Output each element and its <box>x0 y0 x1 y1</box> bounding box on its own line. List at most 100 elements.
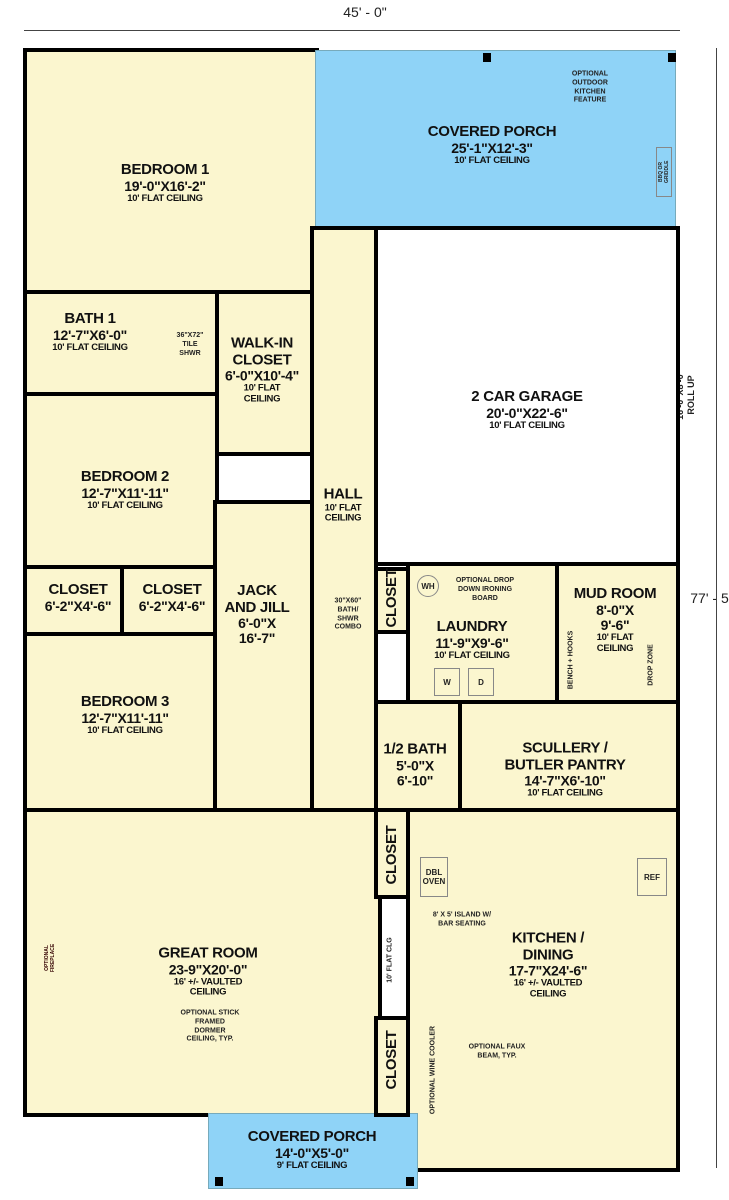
room-name: GREAT ROOM <box>158 944 258 962</box>
room-name: CLOSET <box>382 568 400 628</box>
room-ceiling: 10' FLAT CEILING <box>324 501 362 524</box>
room-covered-porch-rear <box>315 50 676 230</box>
room-ceiling: 10' FLAT CEILING <box>87 724 163 736</box>
room-bedroom-2 <box>23 392 219 569</box>
room-dims: 6'-0"X10'-4" <box>225 367 299 384</box>
note-island: 8' X 5' ISLAND W/ BAR SEATING <box>432 911 492 927</box>
porch-post <box>406 1177 414 1186</box>
note-tile-shower: 36"X72" TILE SHWR <box>176 331 204 357</box>
room-dims: 12'-7"X11'-11" <box>81 484 169 501</box>
room-dims: 19'-0"X16'-2" <box>124 177 206 194</box>
room-jack-and-jill <box>213 500 314 812</box>
room-ceiling: 10' FLAT CEILING <box>127 192 203 204</box>
dryer-icon: D <box>468 668 494 696</box>
room-name: BEDROOM 3 <box>80 692 170 710</box>
note-bath-combo: 30"X60" BATH/ SHWR COMBO <box>334 597 362 631</box>
washer-icon: W <box>434 668 460 696</box>
room-name: COVERED PORCH <box>427 122 557 140</box>
room-name: BEDROOM 1 <box>120 160 210 178</box>
porch-post <box>668 53 676 62</box>
room-dims: 23-9"X20'-0" <box>168 961 248 978</box>
room-bedroom-3 <box>23 632 217 812</box>
note-drop-zone: DROP ZONE <box>647 644 655 686</box>
room-name: CLOSET <box>382 1030 400 1090</box>
room-dims: 6'-2"X4'-6" <box>44 597 112 614</box>
room-dims: 5'-0"X 6'-10" <box>396 756 434 789</box>
note-outdoor-kitchen: OPTIONAL OUTDOOR KITCHEN FEATURE <box>571 70 609 104</box>
room-name: COVERED PORCH <box>247 1127 377 1145</box>
room-dims: 20'-0"X22'-6" <box>486 404 568 421</box>
room-label-closet-hall: CLOSET <box>382 568 401 628</box>
room-name: WALK-IN CLOSET <box>230 334 294 368</box>
room-ceiling: 16' +/- VAULTED CEILING <box>173 976 243 998</box>
room-name: KITCHEN / DINING <box>511 929 585 963</box>
room-ceiling: 9' FLAT CEILING <box>276 1159 348 1171</box>
room-ceiling: 10' FLAT CEILING <box>489 419 565 431</box>
room-name: BEDROOM 2 <box>80 467 170 485</box>
room-closet-great-1 <box>374 808 410 899</box>
room-ceiling: 10' FLAT CEILING <box>87 499 163 511</box>
room-name: MUD ROOM <box>573 584 657 602</box>
note-wine-cooler: OPTIONAL WINE COOLER <box>429 1025 437 1115</box>
room-mud-room <box>555 562 680 704</box>
porch-post <box>483 53 491 62</box>
room-dims: 12'-7"X11'-11" <box>81 709 169 726</box>
width-dimension-line <box>24 30 680 31</box>
refrigerator-icon: REF <box>637 858 667 896</box>
room-closet-2 <box>120 565 217 636</box>
room-label-closet-great-1: CLOSET <box>382 825 401 885</box>
room-dims: 25'-1"X12'-3" <box>451 139 533 156</box>
note-ironing-board: OPTIONAL DROP DOWN IRONING BOARD <box>455 576 515 602</box>
bbq-icon: BBQ OR GRIDDLE <box>656 147 672 197</box>
room-name: JACK AND JILL <box>224 582 290 616</box>
room-dims: 17-7"X24'-6" <box>508 962 588 979</box>
note-bench-hooks: BENCH + HOOKS <box>567 630 575 690</box>
room-great-room <box>23 808 382 1117</box>
room-covered-porch-front <box>208 1113 418 1189</box>
room-kitchen-dining <box>406 808 680 1172</box>
room-dims: 14'-0"X5'-0" <box>275 1144 349 1161</box>
room-name: CLOSET <box>142 581 202 599</box>
room-name: SCULLERY / BUTLER PANTRY <box>504 739 626 774</box>
note-fireplace: OPTIONAL FIREPLACE <box>43 943 56 973</box>
room-dims: 14'-7"X6'-10" <box>524 772 606 789</box>
room-ceiling: 16' +/- VAULTED CEILING <box>513 977 583 1000</box>
room-name: 2 CAR GARAGE <box>471 387 583 405</box>
room-dims: 6'-0"X 16'-7" <box>238 615 276 647</box>
room-ceiling: 10' FLAT CEILING <box>527 787 603 799</box>
room-name: CLOSET <box>382 825 400 885</box>
note-faux-beam: OPTIONAL FAUX BEAM, TYP. <box>468 1043 526 1059</box>
room-ceiling: 10' FLAT CEILING <box>454 154 530 166</box>
room-closet-hall <box>374 567 410 634</box>
overall-width-dimension: 45' - 0" <box>343 4 387 20</box>
room-ceiling: 10' FLAT CEILING <box>243 382 281 405</box>
room-scullery <box>458 700 680 812</box>
depth-dimension-line <box>716 48 717 1168</box>
room-ceiling: 10' FLAT CEILING <box>434 649 510 661</box>
room-name: BATH 1 <box>64 309 116 327</box>
double-oven-icon: DBL OVEN <box>420 857 448 897</box>
room-hall <box>310 226 378 812</box>
water-heater-icon: WH <box>417 575 439 597</box>
room-ceiling: 10' FLAT CEILING <box>52 341 128 353</box>
room-dims: 6'-2"X4'-6" <box>138 597 206 614</box>
room-name: LAUNDRY <box>436 617 508 635</box>
